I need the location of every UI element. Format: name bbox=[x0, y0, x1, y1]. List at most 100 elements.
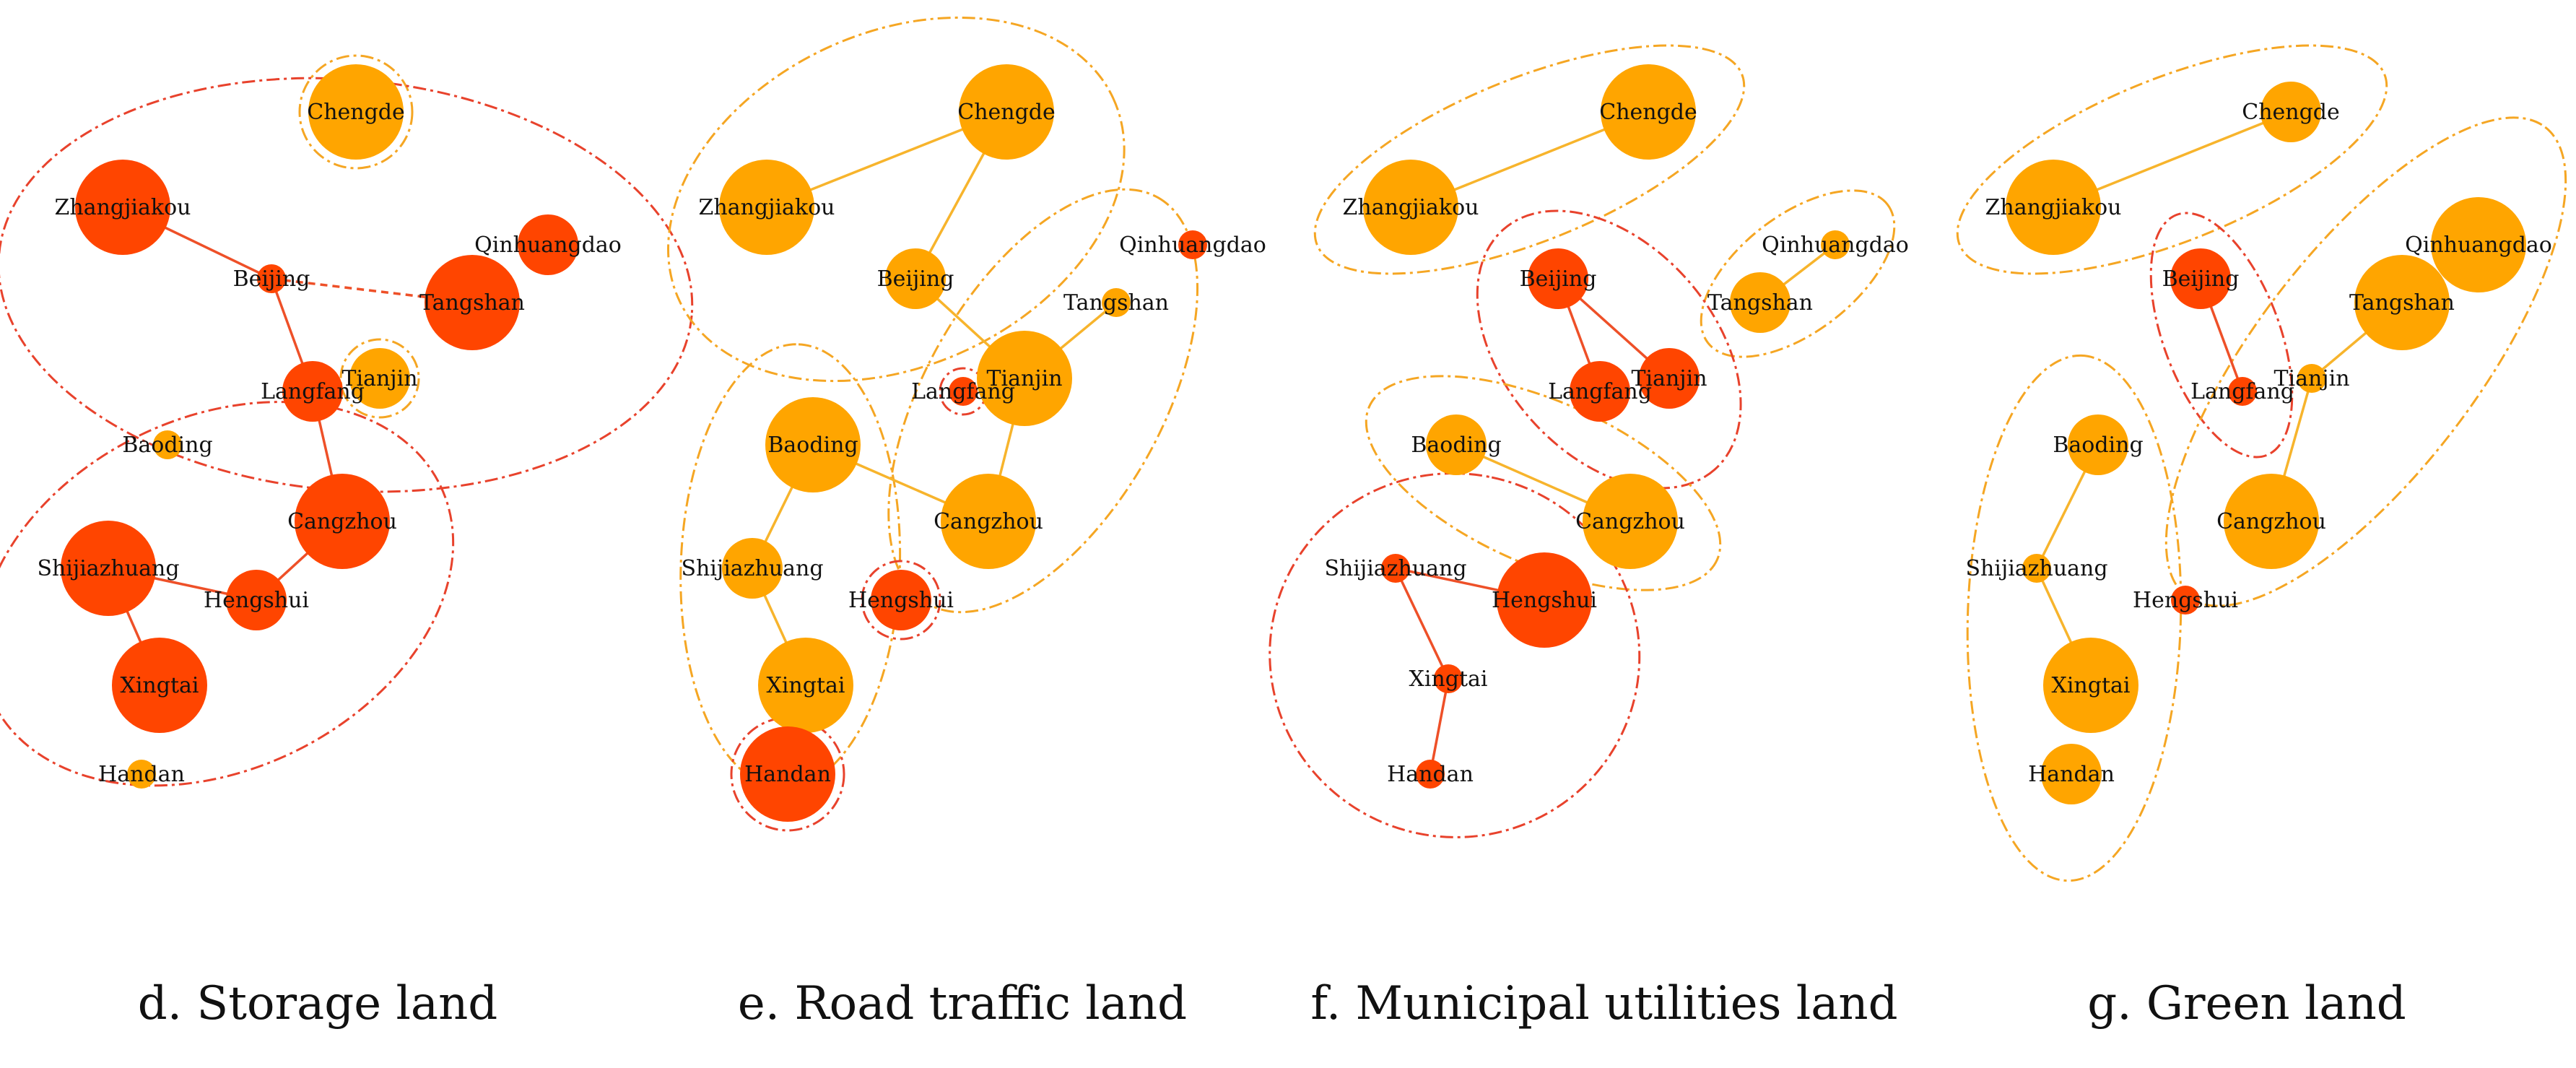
node-langfang bbox=[949, 377, 978, 406]
cluster-outline bbox=[0, 401, 455, 787]
node-label-baoding: Baoding bbox=[2053, 433, 2143, 458]
node-beijing bbox=[1528, 248, 1588, 309]
node-label-tangshan: Tangshan bbox=[1707, 290, 1813, 316]
node-label-tangshan: Tangshan bbox=[2349, 290, 2455, 316]
node-cangzhou bbox=[1583, 474, 1678, 569]
node-zhangjiakou bbox=[719, 160, 814, 255]
node-handan bbox=[740, 726, 835, 822]
node-baoding bbox=[2068, 414, 2128, 475]
node-zhangjiakou bbox=[1363, 160, 1458, 255]
node-tangshan bbox=[1730, 272, 1790, 333]
node-label-baoding: Baoding bbox=[122, 433, 212, 458]
node-xingtai bbox=[1434, 664, 1463, 693]
node-handan bbox=[1416, 760, 1445, 789]
panel-f-caption: f. Municipal utilities land bbox=[1310, 977, 1897, 1030]
node-beijing bbox=[2170, 248, 2231, 309]
node-label-shijiazhuang: Shijiazhuang bbox=[1324, 556, 1466, 581]
node-label-qinhuangdao: Qinhuangdao bbox=[1119, 233, 1266, 258]
node-label-chengde: Chengde bbox=[2242, 100, 2340, 125]
node-label-zhangjiakou: Zhangjiakou bbox=[55, 195, 191, 220]
node-chengde bbox=[308, 64, 404, 160]
cluster-outline bbox=[667, 16, 1126, 383]
node-label-qinhuangdao: Qinhuangdao bbox=[474, 233, 622, 258]
node-label-chengde: Chengde bbox=[1599, 100, 1697, 125]
node-langfang bbox=[1570, 361, 1630, 422]
node-label-handan: Handan bbox=[2028, 762, 2115, 787]
node-label-beijing: Beijing bbox=[233, 266, 310, 292]
node-qinhuangdao bbox=[1821, 230, 1850, 259]
node-zhangjiakou bbox=[75, 160, 170, 255]
node-label-handan: Handan bbox=[744, 762, 831, 787]
node-tianjin bbox=[349, 348, 410, 409]
node-cangzhou bbox=[295, 474, 390, 569]
node-chengde bbox=[2260, 82, 2321, 142]
cluster-outline bbox=[2149, 212, 2294, 459]
node-label-tianjin: Tianjin bbox=[341, 366, 417, 391]
cluster-outline bbox=[1700, 189, 1896, 358]
node-handan bbox=[2041, 744, 2102, 804]
node-qinhuangdao bbox=[2431, 197, 2526, 292]
edge-beijing-tangshan bbox=[271, 277, 473, 304]
node-label-tianjin: Tianjin bbox=[986, 366, 1062, 391]
node-tianjin bbox=[977, 331, 1072, 426]
node-shijiazhuang bbox=[722, 538, 783, 599]
node-label-baoding: Baoding bbox=[1411, 433, 1501, 458]
cluster-outline bbox=[1269, 472, 1641, 838]
panel-d-caption: d. Storage land bbox=[138, 977, 498, 1030]
node-qinhuangdao bbox=[518, 214, 578, 275]
node-hengshui bbox=[871, 570, 931, 630]
node-label-hengshui: Hengshui bbox=[848, 588, 954, 613]
node-beijing bbox=[257, 264, 286, 293]
node-cangzhou bbox=[941, 474, 1036, 569]
node-label-cangzhou: Cangzhou bbox=[2216, 509, 2326, 534]
node-label-cangzhou: Cangzhou bbox=[934, 509, 1043, 534]
node-label-handan: Handan bbox=[1387, 762, 1474, 787]
node-tangshan bbox=[2354, 255, 2450, 350]
edge-shijiazhuang-xingtai bbox=[1394, 568, 1450, 680]
node-label-beijing: Beijing bbox=[877, 266, 954, 292]
node-shijiazhuang bbox=[1381, 554, 1410, 583]
panel-d: ChengdeZhangjiakouQinhuangdaoBeijingTang… bbox=[0, 54, 694, 1030]
node-langfang bbox=[2228, 377, 2257, 406]
cluster-outline bbox=[861, 560, 941, 641]
node-label-cangzhou: Cangzhou bbox=[1575, 509, 1685, 534]
node-handan bbox=[127, 760, 156, 789]
node-label-tangshan: Tangshan bbox=[419, 290, 525, 316]
node-baoding bbox=[765, 397, 861, 492]
node-zhangjiakou bbox=[2006, 160, 2101, 255]
node-label-hengshui: Hengshui bbox=[1492, 588, 1597, 613]
node-label-shijiazhuang: Shijiazhuang bbox=[37, 556, 179, 581]
node-label-shijiazhuang: Shijiazhuang bbox=[1965, 556, 2107, 581]
cluster-outline bbox=[1956, 44, 2388, 275]
edge-xingtai-handan bbox=[1429, 678, 1450, 775]
cluster-outline bbox=[2164, 116, 2567, 607]
node-hengshui bbox=[1497, 552, 1592, 648]
cluster-outline bbox=[298, 54, 414, 170]
node-shijiazhuang bbox=[2022, 554, 2051, 583]
panel-e-caption: e. Road traffic land bbox=[738, 977, 1187, 1030]
node-label-xingtai: Xingtai bbox=[2051, 673, 2130, 698]
node-label-xingtai: Xingtai bbox=[1409, 667, 1487, 692]
node-label-zhangjiakou: Zhangjiakou bbox=[699, 195, 835, 220]
cluster-outline bbox=[1966, 354, 2183, 882]
node-tianjin bbox=[2297, 364, 2326, 393]
node-beijing bbox=[885, 248, 946, 309]
node-label-langfang: Langfang bbox=[911, 379, 1015, 404]
node-tangshan bbox=[425, 255, 520, 350]
node-tangshan bbox=[1102, 288, 1131, 317]
node-qinhuangdao bbox=[1178, 230, 1207, 259]
cluster-outline bbox=[0, 77, 694, 493]
node-label-handan: Handan bbox=[98, 762, 185, 787]
node-label-langfang: Langfang bbox=[261, 379, 365, 404]
node-label-zhangjiakou: Zhangjiakou bbox=[1343, 195, 1479, 220]
node-tianjin bbox=[1639, 348, 1700, 409]
node-xingtai bbox=[758, 638, 853, 733]
node-label-langfang: Langfang bbox=[1548, 379, 1652, 404]
cluster-outline bbox=[339, 338, 420, 419]
node-label-beijing: Beijing bbox=[2162, 266, 2240, 292]
panel-e: ChengdeZhangjiakouQinhuangdaoBeijingTang… bbox=[667, 16, 1266, 1030]
node-hengshui bbox=[226, 570, 287, 630]
node-label-beijing: Beijing bbox=[1520, 266, 1597, 292]
node-xingtai bbox=[112, 638, 207, 733]
